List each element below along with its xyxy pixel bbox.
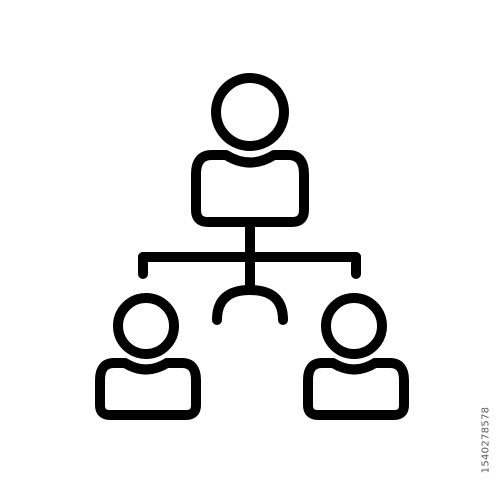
bottom-left-person-body [95, 358, 201, 420]
top-person-head [211, 73, 289, 151]
hierarchy-connector [138, 217, 361, 325]
center-arc-connector [212, 285, 288, 325]
bottom-right-person-body [303, 358, 409, 420]
bottom-right-person-icon [303, 293, 409, 420]
top-person-icon [191, 73, 309, 227]
bottom-right-person-head [321, 293, 387, 359]
watermark-id-text: 1540278578 [480, 406, 492, 474]
top-person-body [191, 150, 309, 227]
bottom-left-person-head [113, 293, 179, 359]
bottom-left-person-icon [95, 293, 201, 420]
